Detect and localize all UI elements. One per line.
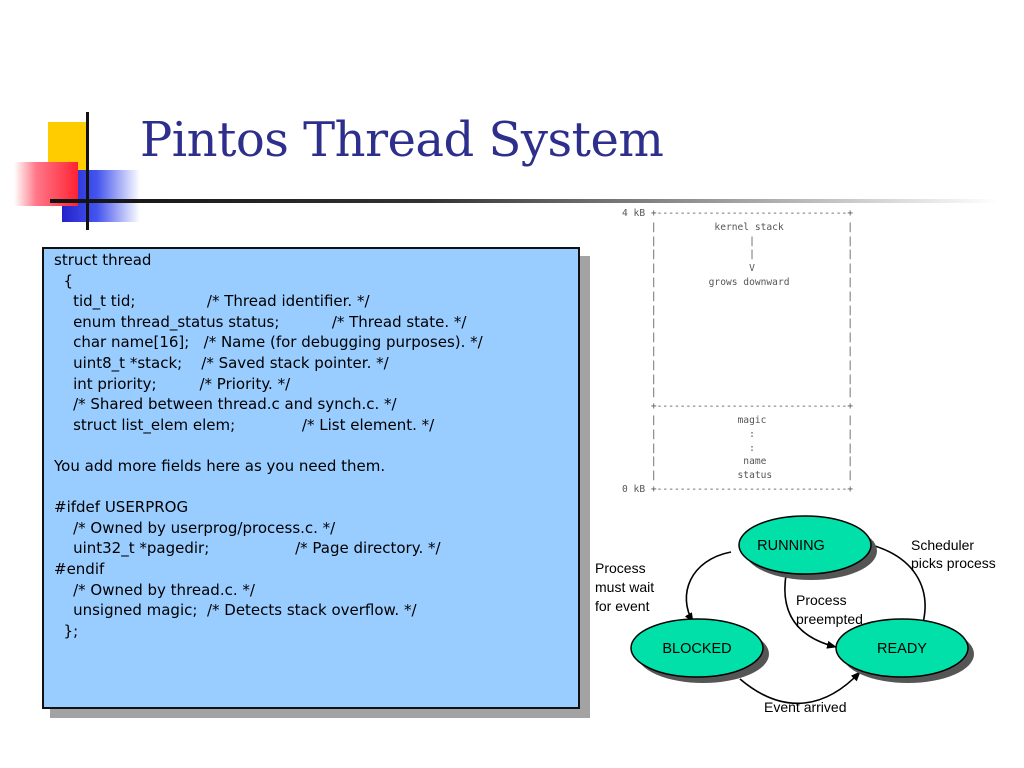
arrow-running-to-blocked bbox=[684, 551, 732, 623]
code-line: /* Owned by userprog/process.c. */ bbox=[54, 518, 336, 537]
label-process-preempted-line2: preempted bbox=[796, 611, 863, 627]
label-event-arrived: Event arrived bbox=[764, 699, 846, 715]
code-line: enum thread_status status; /* Thread sta… bbox=[54, 312, 467, 331]
arrow-ready-to-running bbox=[863, 541, 926, 624]
ready-state: READY bbox=[835, 618, 969, 678]
code-line: /* Shared between thread.c and synch.c. … bbox=[54, 395, 397, 414]
arrow-running-to-ready bbox=[784, 574, 837, 649]
code-line: uint8_t *stack; /* Saved stack pointer. … bbox=[54, 353, 389, 372]
code-line: { bbox=[54, 271, 74, 290]
code-line: #endif bbox=[54, 559, 105, 578]
code-line: #ifdef USERPROG bbox=[54, 498, 189, 517]
label-process-preempted-line1: Process bbox=[796, 592, 847, 608]
code-line: char name[16]; /* Name (for debugging pu… bbox=[54, 333, 483, 352]
code-line bbox=[54, 477, 483, 498]
blocked-state-label: BLOCKED bbox=[662, 641, 731, 657]
label-scheduler-picks-process-line1: Scheduler bbox=[911, 537, 974, 553]
ready-state-label: READY bbox=[877, 641, 927, 657]
struct-thread-code-box: struct thread { tid_t tid; /* Thread ide… bbox=[42, 247, 580, 709]
code-line: int priority; /* Priority. */ bbox=[54, 374, 291, 393]
thread-state-diagram: RUNNING BLOCKED READY Process must wait … bbox=[595, 515, 996, 715]
label-scheduler-picks-process-line2: picks process bbox=[911, 555, 996, 571]
code-line: /* Owned by thread.c. */ bbox=[54, 580, 255, 599]
code-line: struct thread bbox=[54, 251, 152, 269]
code-line: struct list_elem elem; /* List element. … bbox=[54, 415, 435, 434]
title-decoration-vertical-line bbox=[86, 112, 89, 230]
code-line: tid_t tid; /* Thread identifier. */ bbox=[54, 292, 370, 311]
label-process-must-wait-line2: must wait bbox=[595, 579, 654, 595]
label-process-must-wait-line3: for event bbox=[595, 598, 650, 614]
running-state: RUNNING bbox=[738, 515, 872, 575]
arrow-blocked-to-ready bbox=[739, 671, 861, 705]
code-line: You add more fields here as you need the… bbox=[54, 456, 386, 475]
code-line: }; bbox=[54, 621, 79, 640]
code-lines: struct thread { tid_t tid; /* Thread ide… bbox=[54, 250, 483, 641]
title-underline bbox=[50, 199, 998, 203]
title-decoration-red-square bbox=[14, 162, 78, 206]
slide-title: Pintos Thread System bbox=[140, 112, 664, 168]
label-process-must-wait-line1: Process bbox=[595, 560, 646, 576]
thread-stack-diagram: 4 kB +---------------------------------+… bbox=[622, 208, 854, 495]
code-line: uint32_t *pagedir; /* Page directory. */ bbox=[54, 539, 441, 558]
running-state-label: RUNNING bbox=[757, 538, 825, 554]
blocked-state: BLOCKED bbox=[630, 618, 764, 678]
code-line bbox=[54, 435, 483, 456]
code-line: unsigned magic; /* Detects stack overflo… bbox=[54, 601, 417, 620]
